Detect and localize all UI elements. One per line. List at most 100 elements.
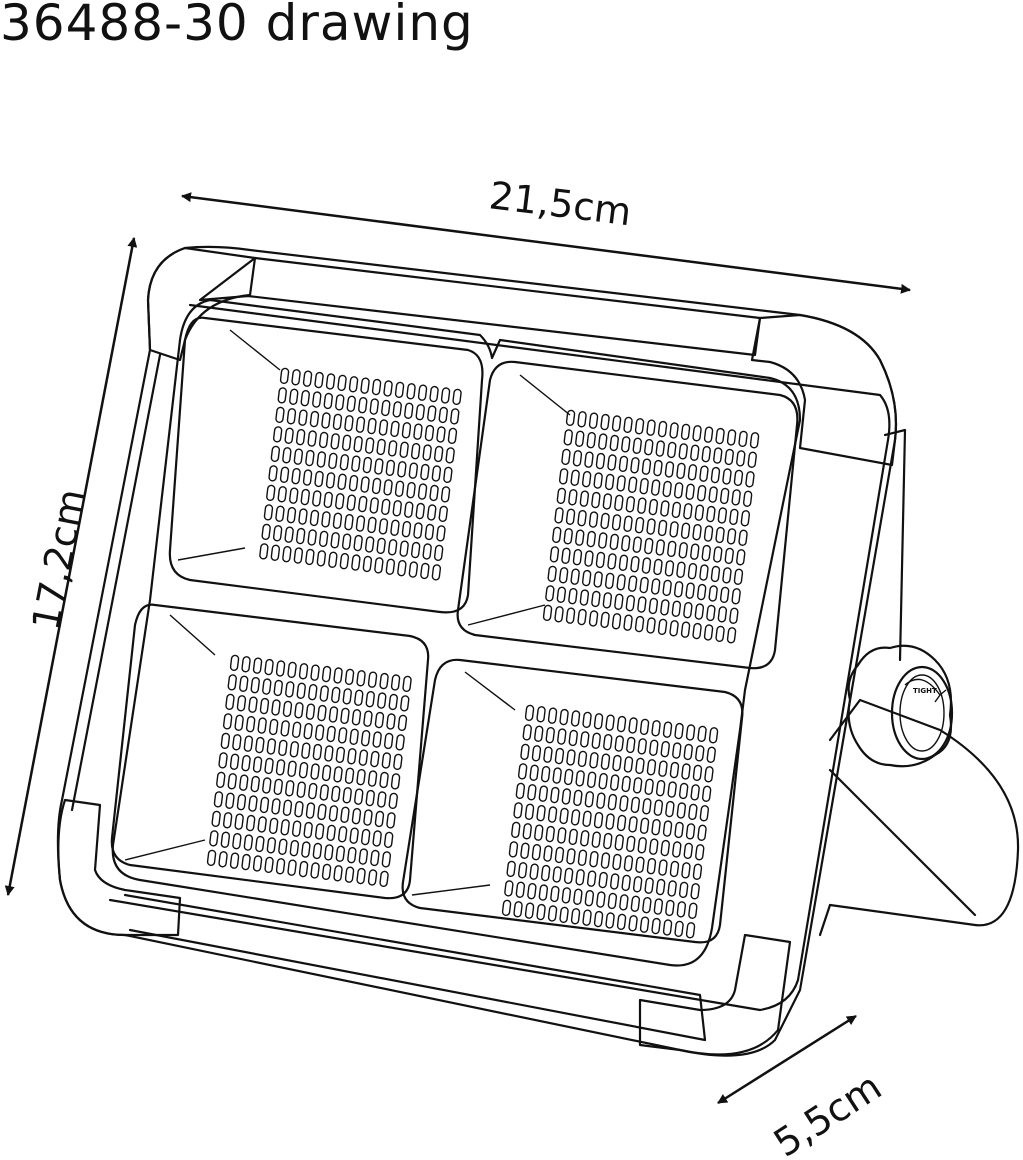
led-cell xyxy=(255,736,265,754)
led-cell xyxy=(324,844,334,861)
led-cell xyxy=(565,409,576,427)
led-cell xyxy=(706,505,716,523)
led-cell xyxy=(321,764,332,782)
led-cell xyxy=(209,830,219,847)
led-cell xyxy=(388,792,398,810)
led-cell xyxy=(591,732,601,749)
led-cell xyxy=(374,810,385,828)
led-cell xyxy=(575,430,585,447)
led-cell xyxy=(422,444,432,461)
led-cell xyxy=(680,621,691,638)
led-cell xyxy=(678,542,688,559)
led-cell xyxy=(438,505,448,523)
led-cell xyxy=(619,894,629,911)
led-cell xyxy=(515,782,526,800)
led-cell xyxy=(658,859,668,876)
led-cell xyxy=(504,880,514,897)
led-cell xyxy=(363,710,373,727)
led-cell xyxy=(438,406,448,424)
led-cell xyxy=(390,420,400,438)
led-cell xyxy=(379,870,389,888)
led-cell xyxy=(417,384,428,401)
led-cell xyxy=(440,486,451,503)
led-cell xyxy=(588,511,599,528)
led-cell xyxy=(591,491,601,509)
led-cell xyxy=(634,418,645,435)
led-cell xyxy=(644,439,654,456)
led-cell xyxy=(561,887,572,904)
led-cell xyxy=(289,388,299,405)
led-cell xyxy=(690,543,700,560)
led-cell xyxy=(568,729,578,747)
led-cell xyxy=(699,564,709,581)
led-cell xyxy=(683,842,693,860)
tightening-knob[interactable]: TIGHT xyxy=(847,644,954,768)
led-cell xyxy=(557,827,567,844)
led-cell xyxy=(570,469,580,486)
led-cell xyxy=(607,553,617,570)
led-cell xyxy=(312,490,322,507)
led-cell xyxy=(641,458,652,475)
led-cell xyxy=(547,806,558,823)
led-cell xyxy=(593,812,604,829)
led-cell xyxy=(563,867,574,885)
led-cell xyxy=(642,897,652,914)
led-cell xyxy=(302,469,313,486)
led-cell xyxy=(383,380,393,397)
led-cell xyxy=(618,554,629,571)
led-cell xyxy=(310,862,320,879)
led-cell xyxy=(536,706,546,723)
led-cell xyxy=(508,841,519,858)
led-cell xyxy=(291,820,302,837)
led-cell xyxy=(552,526,562,544)
led-cell xyxy=(639,916,650,933)
led-cell xyxy=(653,459,663,477)
led-cell xyxy=(374,458,384,475)
led-cell xyxy=(305,548,315,566)
led-cell xyxy=(250,775,260,793)
led-cell xyxy=(662,480,672,498)
led-cell xyxy=(393,753,403,771)
led-cell xyxy=(339,454,350,471)
led-cell xyxy=(385,459,396,477)
led-cell xyxy=(554,507,564,524)
led-cell xyxy=(639,718,650,736)
led-cell xyxy=(607,892,618,910)
led-cell xyxy=(447,427,458,445)
led-cell xyxy=(289,741,300,758)
led-cell xyxy=(450,408,460,425)
led-cell xyxy=(632,437,642,454)
led-cell xyxy=(385,558,396,575)
led-cell xyxy=(272,525,283,542)
led-cell xyxy=(570,809,581,826)
led-cell xyxy=(602,493,613,510)
led-cell xyxy=(335,394,345,411)
led-cell xyxy=(665,800,675,818)
led-cell xyxy=(570,908,581,925)
led-cell xyxy=(646,617,656,634)
led-cell xyxy=(262,777,272,794)
led-cell xyxy=(220,732,231,750)
led-cell xyxy=(685,483,695,500)
led-cell xyxy=(542,604,553,622)
led-cell xyxy=(349,827,359,844)
led-cell xyxy=(517,763,528,780)
led-cell xyxy=(431,564,442,581)
led-cell xyxy=(328,551,338,568)
led-cell xyxy=(314,724,325,741)
led-cell xyxy=(651,917,661,935)
led-cell xyxy=(708,585,718,602)
led-cell xyxy=(319,784,329,801)
led-cell xyxy=(241,656,251,673)
led-cell xyxy=(517,862,528,879)
led-cell xyxy=(401,422,412,439)
led-cell xyxy=(529,863,539,880)
led-cell xyxy=(651,819,661,836)
led-cell xyxy=(630,556,640,573)
led-cell xyxy=(262,678,272,695)
led-cell xyxy=(257,717,267,734)
led-cell xyxy=(225,693,235,711)
led-cell xyxy=(358,495,368,513)
led-cell xyxy=(573,888,583,905)
led-cell xyxy=(413,423,423,440)
